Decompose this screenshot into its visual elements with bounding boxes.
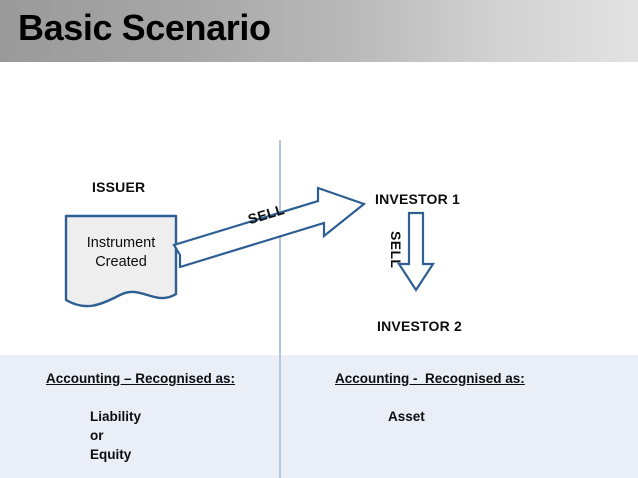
slide-body: ISSUER Instrument Created SELL INVESTOR … — [0, 62, 638, 478]
page-title: Basic Scenario — [18, 7, 271, 48]
sell-arrow-investor1-to-investor2 — [396, 211, 436, 293]
accounting-left-heading: Accounting – Recognised as: — [46, 371, 236, 386]
sell-label-vertical: SELL — [388, 231, 404, 269]
accounting-left-items: Liability or Equity — [90, 409, 142, 462]
instrument-created-text: Instrument Created — [63, 234, 179, 272]
slide-title-bar: Basic Scenario — [0, 0, 638, 62]
instrument-document-shape — [64, 214, 178, 308]
issuer-label: ISSUER — [92, 179, 146, 195]
investor2-label: INVESTOR 2 — [377, 318, 462, 334]
investor1-label: INVESTOR 1 — [375, 191, 460, 207]
instrument-line-1: Instrument — [86, 235, 156, 251]
accounting-right-heading: Accounting - Recognised as: — [335, 371, 525, 386]
sell-arrow-issuer-to-investor1 — [172, 186, 367, 268]
instrument-line-2: Created — [95, 254, 147, 270]
vertical-divider — [279, 140, 281, 478]
accounting-right-items: Asset — [388, 409, 425, 424]
accounting-panel — [0, 355, 638, 478]
